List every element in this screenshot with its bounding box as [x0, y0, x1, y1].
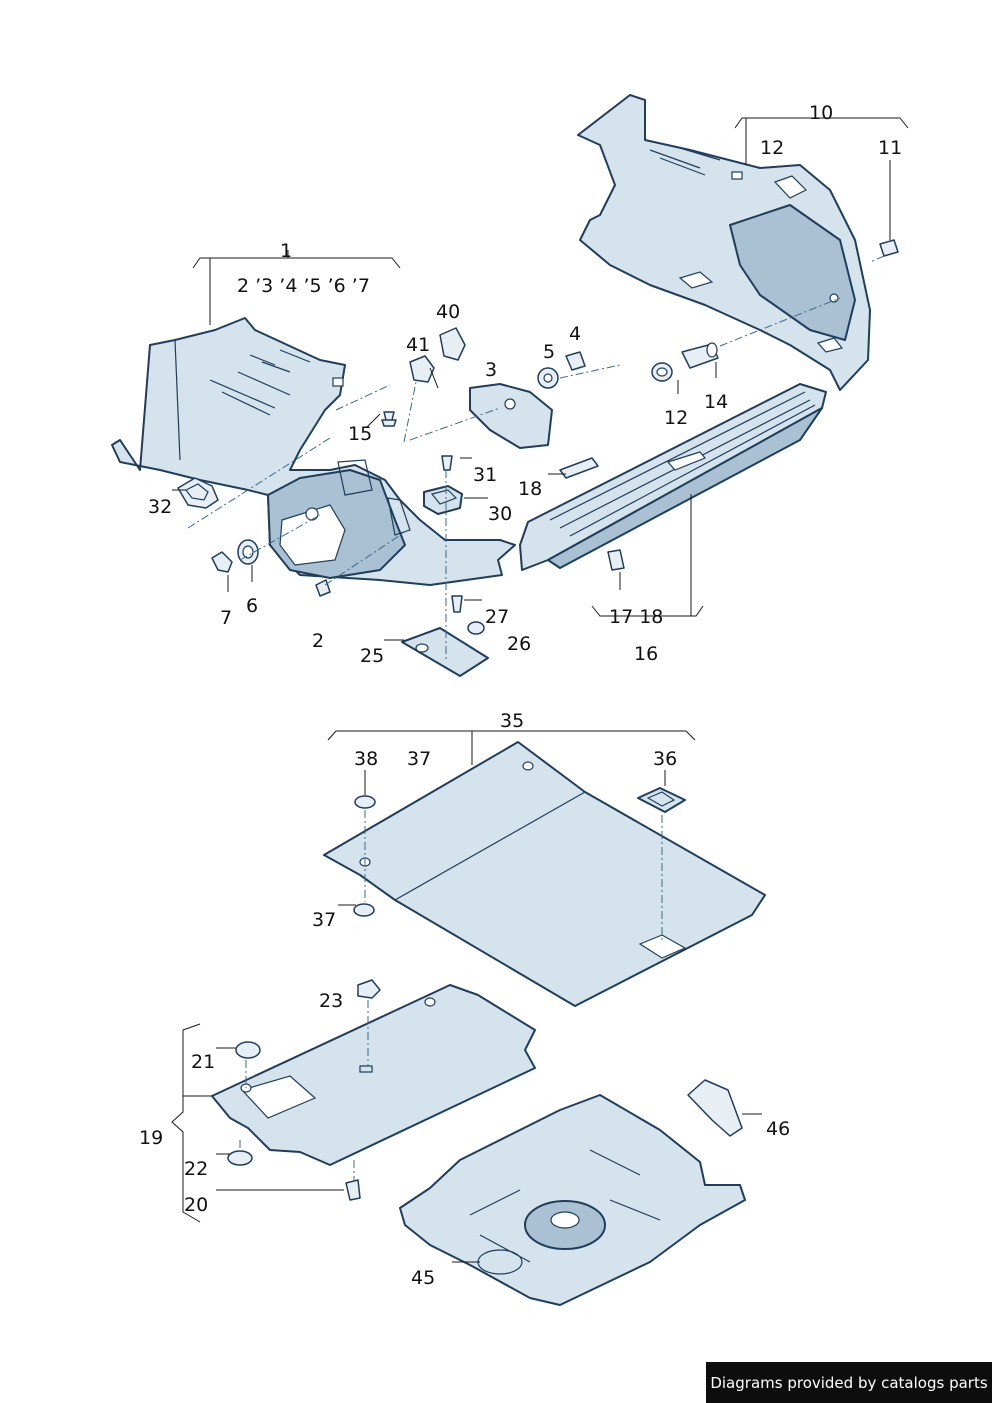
callout-1-subparts: 2 ’3 ’4 ’5 ’6 ’7	[237, 275, 370, 297]
grommet-37	[353, 903, 375, 917]
screw-15	[381, 411, 397, 427]
callout-23: 23	[319, 990, 343, 1012]
cover-30	[423, 485, 463, 515]
clip-40	[439, 327, 466, 361]
callout-2: 2	[312, 630, 324, 652]
grommet-5	[537, 367, 559, 389]
screw-27	[451, 595, 463, 613]
callout-37-upper: 37	[407, 748, 431, 770]
callout-35: 35	[500, 710, 524, 732]
callout-32: 32	[148, 496, 172, 518]
bracket-25	[401, 627, 489, 677]
clip-21	[235, 1041, 261, 1059]
callout-labels: 1 2 ’3 ’4 ’5 ’6 ’7 2 3 4 5 6 7 10 11 12 …	[139, 102, 902, 1289]
load-floor	[323, 741, 766, 1007]
callout-12-lower: 12	[664, 407, 688, 429]
floor-cover	[211, 984, 536, 1166]
callout-19: 19	[139, 1127, 163, 1149]
bezel-32	[177, 477, 219, 509]
leader-lines	[171, 117, 909, 1263]
clip-22	[227, 1150, 253, 1166]
clip-11	[879, 239, 899, 257]
callout-37-lower: 37	[312, 909, 336, 931]
callout-26: 26	[507, 633, 531, 655]
callout-10: 10	[809, 102, 833, 124]
clip-17	[607, 549, 625, 571]
callout-40: 40	[436, 301, 460, 323]
handle-36	[637, 787, 686, 813]
sill-panel	[519, 383, 827, 571]
callout-3: 3	[485, 359, 497, 381]
callout-14: 14	[704, 391, 728, 413]
callout-22: 22	[184, 1158, 208, 1180]
rivet-7	[211, 551, 233, 573]
callout-17-18: 17 18	[609, 606, 663, 628]
clip-4	[565, 351, 586, 371]
footer-credit: Diagrams provided by catalogs parts	[706, 1362, 992, 1403]
parts-12-14	[651, 342, 719, 382]
callout-41: 41	[406, 334, 430, 356]
callout-11: 11	[878, 137, 902, 159]
left-side-trim-panel	[111, 317, 516, 586]
callout-25: 25	[360, 645, 384, 667]
callout-21: 21	[191, 1051, 215, 1073]
callout-45: 45	[411, 1267, 435, 1289]
cover-3	[469, 383, 553, 449]
callout-16: 16	[634, 643, 658, 665]
callout-20: 20	[184, 1194, 208, 1216]
callout-18: 18	[518, 478, 542, 500]
callout-4: 4	[569, 323, 581, 345]
callout-7: 7	[220, 607, 232, 629]
clip-20	[345, 1179, 361, 1201]
clip-2	[315, 579, 331, 597]
callout-30: 30	[488, 503, 512, 525]
callout-31: 31	[473, 464, 497, 486]
callout-1: 1	[280, 240, 292, 262]
grommet-38	[354, 795, 376, 809]
callout-38: 38	[354, 748, 378, 770]
callout-12-upper: 12	[760, 137, 784, 159]
callout-27: 27	[485, 606, 509, 628]
callout-46: 46	[766, 1118, 790, 1140]
nut-26	[467, 621, 485, 635]
callout-6: 6	[246, 595, 258, 617]
callout-15: 15	[348, 423, 372, 445]
clip-41	[409, 355, 435, 383]
nut-23	[357, 979, 381, 999]
screw-31	[441, 455, 453, 471]
callout-5: 5	[543, 341, 555, 363]
bracket-46	[687, 1079, 743, 1137]
spare-wheel-well	[399, 1094, 746, 1306]
callout-36: 36	[653, 748, 677, 770]
right-side-trim-panel	[577, 94, 871, 391]
assembly-axes	[187, 255, 885, 1180]
